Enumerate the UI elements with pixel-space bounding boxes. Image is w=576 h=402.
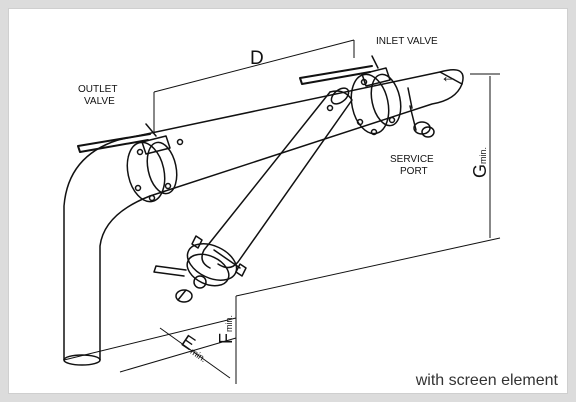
dimension-d — [153, 39, 355, 132]
inlet-valve-label: INLET VALVE — [376, 36, 438, 47]
dim-d-label: D — [250, 48, 264, 69]
outlet-valve-label-line1: OUTLET — [78, 84, 117, 95]
dimension-g — [235, 73, 501, 297]
dim-f-label: F — [216, 333, 236, 344]
fitting-dot — [326, 104, 334, 112]
main-pipe — [117, 69, 464, 197]
fitting-dot — [176, 138, 184, 146]
dim-g-label: G — [470, 164, 490, 178]
dimension-e — [119, 327, 237, 379]
dim-f-subscript: min. — [224, 315, 234, 332]
elbow-downpipe — [63, 139, 151, 366]
dim-g-subscript: min. — [478, 147, 488, 164]
service-port-label-line1: SERVICE — [390, 154, 434, 165]
diagram-panel — [8, 8, 568, 394]
inlet-valve — [299, 55, 402, 136]
outlet-valve-label-line2: VALVE — [84, 96, 115, 107]
service-port — [407, 87, 435, 138]
screen-housing — [201, 87, 353, 269]
flow-arrow-icon: ← — [440, 66, 458, 86]
dim-e-subscript: min. — [189, 346, 209, 364]
caption: with screen element — [415, 372, 558, 389]
screen-clamp — [153, 235, 247, 303]
service-port-label-line2: PORT — [400, 166, 428, 177]
outlet-valve — [77, 123, 178, 203]
dimension-f — [63, 296, 237, 384]
